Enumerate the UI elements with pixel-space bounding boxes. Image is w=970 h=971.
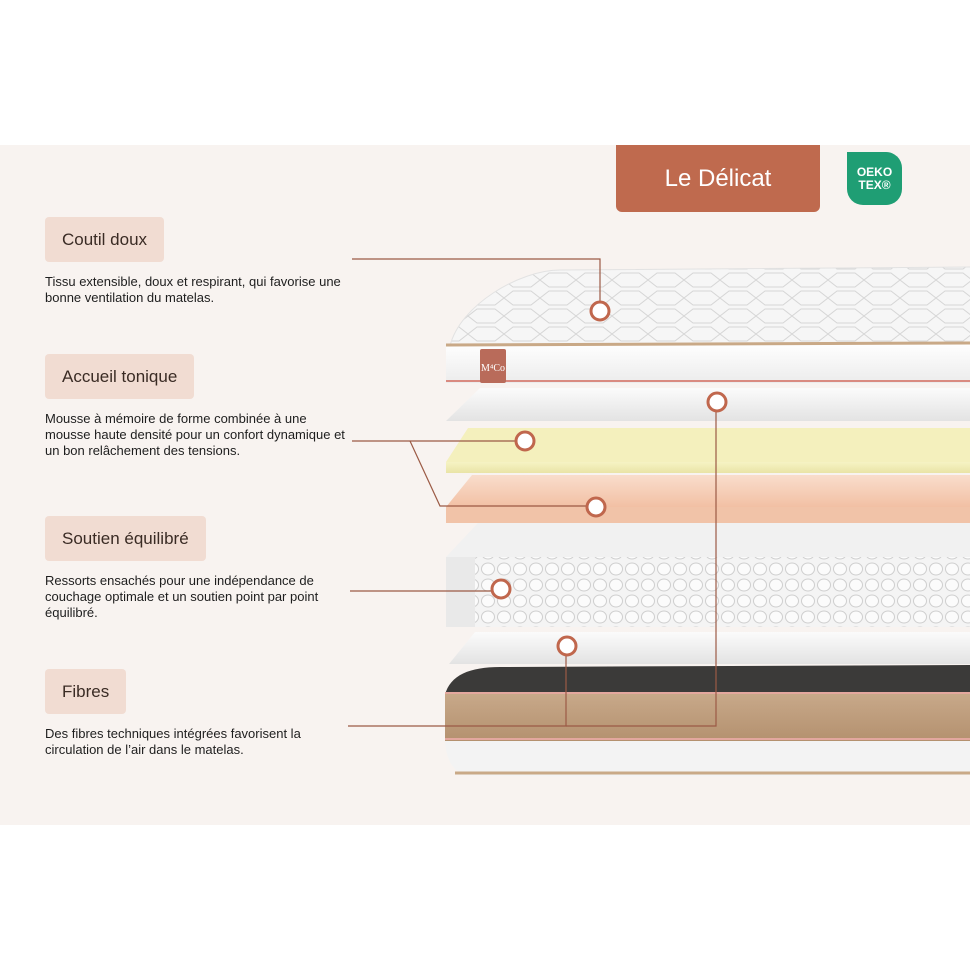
marker-springs[interactable] bbox=[490, 578, 512, 600]
callout-markers bbox=[490, 300, 728, 657]
layer-title-cover: Coutil doux bbox=[45, 217, 165, 262]
callout-lines bbox=[348, 258, 717, 727]
oeko-tex-line1: OEKO bbox=[856, 164, 893, 179]
oeko-tex-line2: TEX® bbox=[858, 177, 891, 192]
brand-tag-text: M⁴Co bbox=[481, 363, 505, 374]
brand-tag bbox=[480, 349, 506, 383]
product-infographic-panel: M⁴Co bbox=[0, 145, 970, 825]
fibre-layer bbox=[449, 632, 970, 664]
layer-title-fibres: Fibres bbox=[45, 669, 127, 714]
layer-title-text: Fibres bbox=[62, 681, 110, 701]
layer-description-cover: Tissu extensible, doux et respirant, qui… bbox=[45, 274, 341, 305]
layer-description-support: Ressorts ensachés pour une indépendance … bbox=[45, 573, 319, 620]
layer-description-comfort: Mousse à mémoire de forme combinée à une… bbox=[45, 411, 345, 458]
marker-density-foam[interactable] bbox=[585, 496, 607, 518]
layer-title-text: Coutil doux bbox=[62, 229, 148, 249]
marker-fibres[interactable] bbox=[556, 635, 578, 657]
yellow-foam-layer bbox=[446, 428, 970, 473]
peach-foam-layer bbox=[446, 475, 970, 523]
product-name: Le Délicat bbox=[664, 164, 772, 192]
springs-layer bbox=[446, 523, 970, 627]
cover-layer: M⁴Co bbox=[445, 266, 970, 383]
layer-title-text: Accueil tonique bbox=[62, 366, 178, 386]
oeko-tex-badge-icon: OEKO TEX® bbox=[847, 152, 902, 205]
layer-description-fibres: Des fibres techniques intégrées favorise… bbox=[45, 726, 301, 757]
layer-title-support: Soutien équilibré bbox=[45, 516, 206, 561]
base-layer bbox=[445, 665, 970, 777]
marker-cover[interactable] bbox=[589, 300, 611, 322]
mattress-layers-illustration: M⁴Co bbox=[348, 258, 970, 777]
marker-top-foam[interactable] bbox=[706, 391, 728, 413]
layer-title-text: Soutien équilibré bbox=[62, 528, 189, 548]
product-name-badge: Le Délicat bbox=[616, 145, 820, 212]
layer-title-comfort: Accueil tonique bbox=[45, 354, 195, 399]
marker-memory-foam[interactable] bbox=[514, 430, 536, 452]
